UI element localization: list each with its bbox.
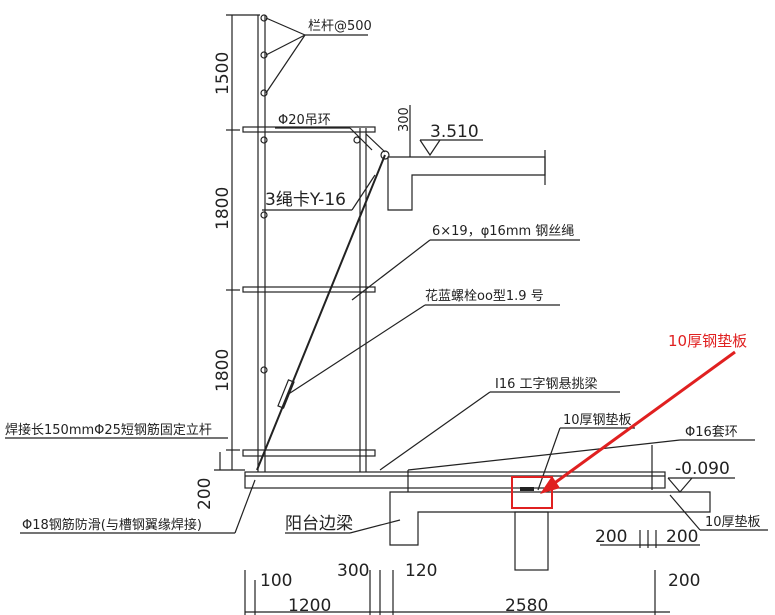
scaffold-frame [242,14,376,472]
dim-200-b: 200 [666,527,698,547]
label-balcony-beam: 阳台边梁 [285,514,353,534]
vertical-dimension-line [214,14,260,471]
dim-1800-lower: 1800 [213,349,233,392]
dim-200-left: 200 [195,478,215,510]
label-steel-plate: 10厚钢垫板 [563,412,632,428]
i-beam [244,471,666,489]
label-anti-slip: Φ18钢筋防滑(与槽钢翼缘焊接) [22,517,202,533]
dim-300-top: 300 [397,107,412,132]
dim-200-right: 200 [668,571,700,591]
label-ring-16: Φ16套环 [685,424,738,440]
dim-1800-upper: 1800 [213,187,233,230]
label-railing: 栏杆@500 [308,19,372,34]
label-wire-rope: 6×19，φ16mm 钢丝绳 [432,224,574,239]
highlight-annotation [511,350,736,509]
bottom-dimension-lines [244,530,700,615]
highlight-callout: 10厚钢垫板 [668,332,747,350]
elevation-top: 3.510 [430,122,479,142]
label-weld-rebar: 焊接长150mmΦ25短钢筋固定立杆 [5,422,212,438]
elevation-floor: -0.090 [675,459,730,479]
label-plate-10: 10厚垫板 [705,514,761,530]
dim-120: 120 [405,561,437,581]
dim-300: 300 [337,561,369,581]
leader-lines [5,127,768,534]
label-lifting-ring: Φ20吊环 [278,113,331,128]
lower-slab [389,477,735,571]
wire-rope [256,133,390,471]
dim-2580: 2580 [505,596,548,615]
dim-100: 100 [260,571,292,591]
label-rope-clip: 3绳卡Y-16 [265,190,346,210]
dim-200-a: 200 [595,527,627,547]
dim-1200: 1200 [288,596,331,615]
label-turnbuckle: 花蓝螺栓oo型1.9 号 [425,288,544,304]
upper-slab [387,105,546,211]
label-cantilever-beam: I16 工字钢悬挑梁 [495,377,598,392]
dim-1500: 1500 [213,52,233,95]
